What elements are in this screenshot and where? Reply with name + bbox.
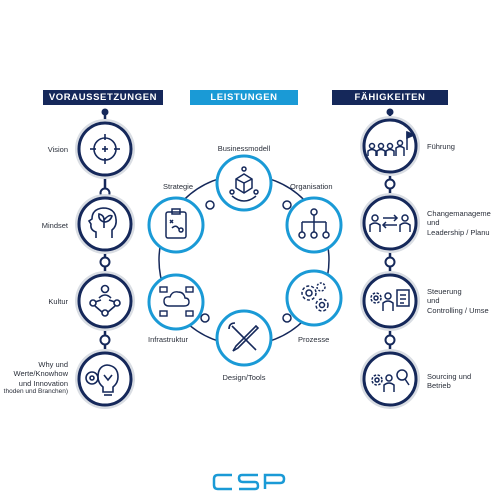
label-prozesse: Prozesse: [298, 335, 330, 344]
label-vision: Vision: [47, 145, 68, 154]
head-growth-icon: [87, 207, 117, 238]
label-steuerung: Steuerung und Controlling / Umse: [427, 287, 500, 315]
header-voraussetzungen: VORAUSSETZUNGEN: [43, 90, 163, 105]
mindset-node: [75, 194, 135, 254]
gear-magnifier-icon: [371, 369, 410, 392]
label-why: Why und Werte/Knowhow und Innovation tho…: [4, 360, 68, 396]
label-kultur: Kultur: [48, 297, 68, 306]
label-change-line-3: Leadership / Planu: [427, 227, 490, 237]
businessmodell-node: [215, 154, 273, 212]
label-mindset: Mindset: [41, 221, 68, 230]
steuerung-node: [360, 271, 420, 331]
label-strategie: Strategie: [163, 182, 194, 191]
label-why-line-1: Why und: [38, 360, 68, 369]
label-businessmodell: Businessmodell: [217, 144, 271, 153]
kultur-node: [75, 271, 135, 331]
label-design-tools: Design/Tools: [222, 373, 266, 382]
label-change-line-1: Changemanageme: [427, 209, 491, 218]
label-steuerung-line-3: Controlling / Umse: [427, 305, 489, 315]
design-tools-node: [215, 309, 273, 367]
label-change-line-2: und: [427, 218, 440, 228]
label-steuerung-line-1: Steuerung: [427, 287, 462, 296]
sourcing-node: [360, 349, 420, 409]
person-gear-board-icon: [370, 289, 410, 311]
csp-logo: [212, 473, 286, 491]
left-column: [75, 108, 135, 409]
changemanagement-node: [360, 193, 420, 253]
wrench-pencil-icon: [228, 322, 260, 352]
infrastruktur-node: [147, 273, 205, 331]
label-sourcing-line-2: Betrieb: [427, 381, 451, 391]
label-sourcing-line-1: Sourcing und: [427, 372, 472, 381]
label-why-line-4: thoden und Branchen): [3, 388, 68, 396]
label-infrastruktur: Infrastruktur: [148, 335, 189, 344]
gears-icon: [301, 282, 329, 312]
fuehrung-node: [360, 116, 420, 176]
cloud-computers-icon: [159, 286, 194, 317]
prozesse-node: [285, 269, 343, 327]
label-why-line-3: und Innovation: [18, 378, 68, 388]
strategie-node: [147, 196, 205, 254]
people-network-icon: [89, 284, 121, 317]
lightbulb-gears-icon: [85, 364, 119, 396]
team-flag-icon: [367, 130, 416, 156]
label-why-line-2: Werte/Knowhow: [13, 369, 68, 379]
center-ring: [147, 154, 343, 367]
header-faehigkeiten: FÄHIGKEITEN: [332, 90, 448, 105]
right-column: [360, 108, 420, 409]
label-fuehrung: Führung: [427, 142, 455, 151]
label-sourcing: Sourcing und Betrieb: [427, 372, 471, 391]
why-node: [75, 349, 135, 409]
people-exchange-icon: [369, 214, 411, 232]
network-cube-icon: [229, 166, 259, 202]
clipboard-strategy-icon: [165, 208, 187, 239]
vision-node: [75, 119, 135, 179]
target-icon: [90, 134, 120, 164]
header-leistungen: LEISTUNGEN: [190, 90, 298, 105]
label-organisation: Organisation: [290, 182, 333, 191]
org-chart-icon: [298, 208, 330, 239]
label-changemanagement: Changemanageme und Leadership / Planu: [427, 209, 500, 237]
organisation-node: [285, 196, 343, 254]
label-steuerung-line-2: und: [427, 296, 440, 306]
